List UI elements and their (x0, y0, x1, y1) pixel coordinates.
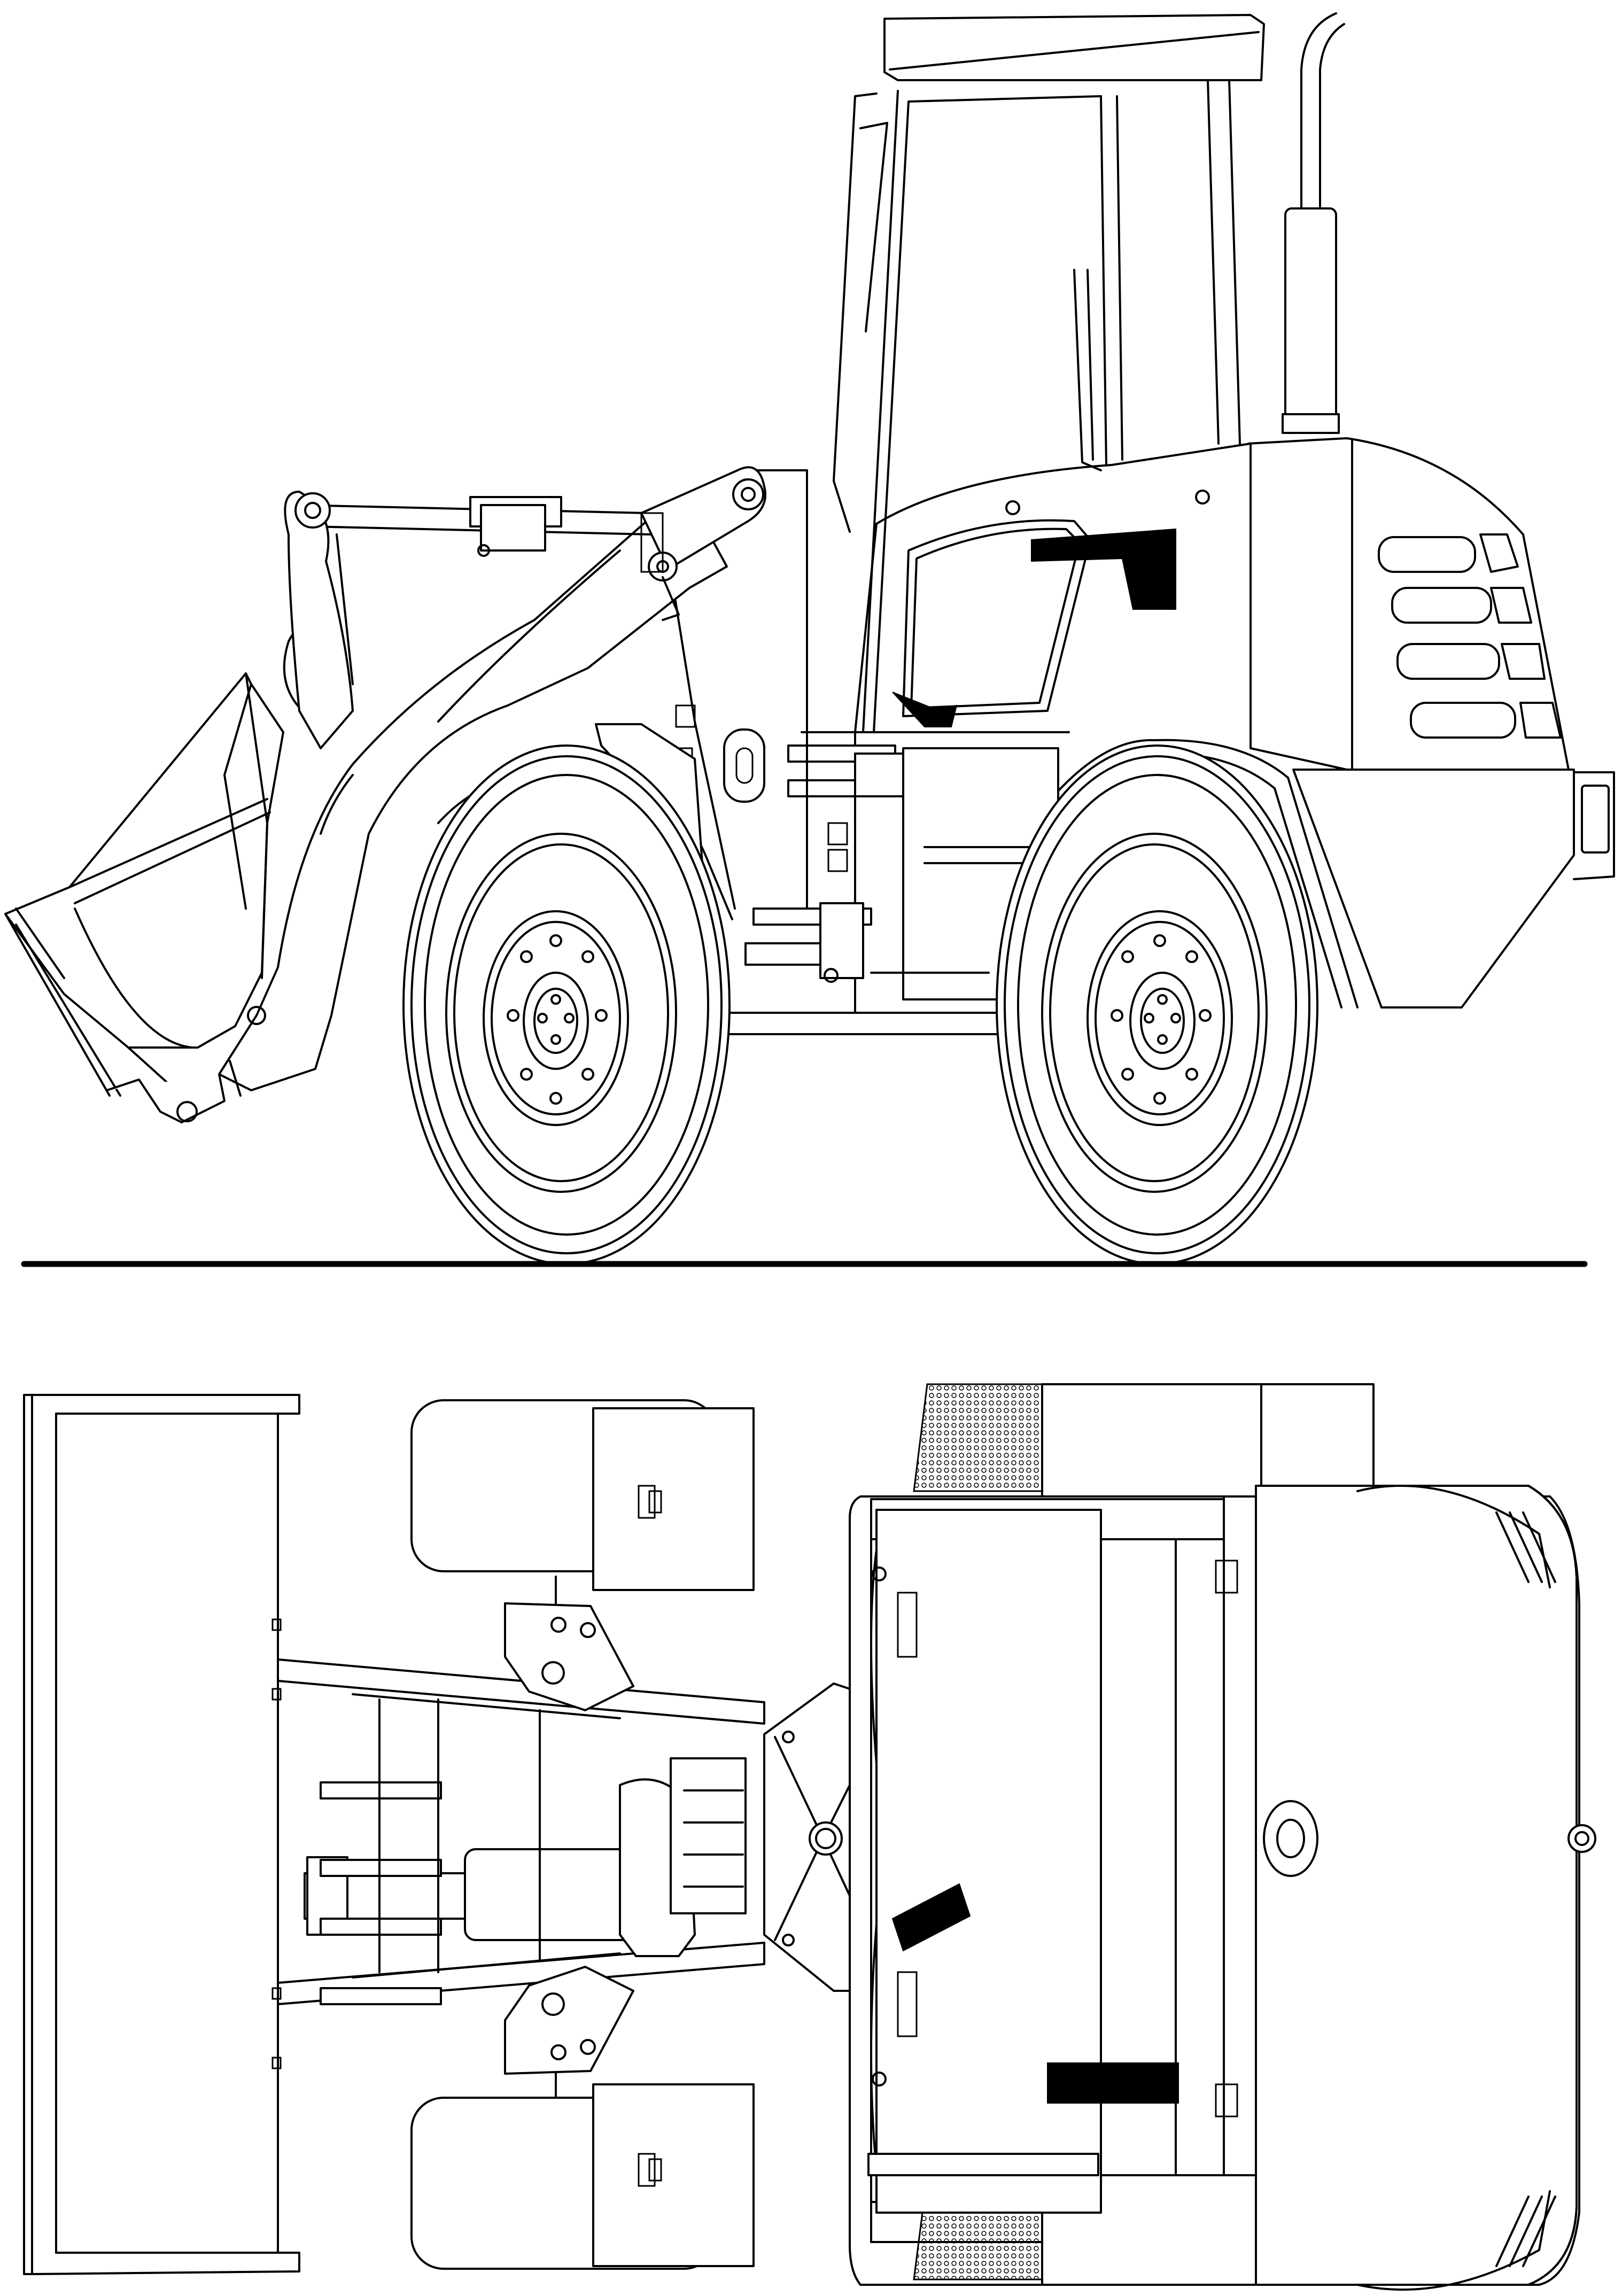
engine-hood-top (1215, 1485, 1596, 2291)
tilt-link (284, 491, 354, 749)
loader-arms-top (277, 1658, 765, 2005)
bucket (4, 672, 284, 1123)
cab-frame (833, 79, 1241, 733)
cab-top (867, 1509, 1179, 2214)
articulation-joint (744, 744, 904, 983)
rear-counterweight (1292, 769, 1615, 1009)
front-wheel-top-right (410, 2083, 755, 2270)
engine-grille (1378, 533, 1562, 739)
lift-cylinder (298, 496, 653, 557)
cab-roof (883, 14, 1265, 81)
front-axle-mount (504, 1576, 634, 2101)
arm-linkage (640, 466, 766, 621)
top-view (23, 1383, 1596, 2291)
front-wheel-top-left (410, 1399, 755, 1591)
bucket-top (23, 1394, 300, 2275)
articulation-hitch-top (763, 1682, 870, 1992)
exhaust-pipe (1282, 12, 1345, 434)
front-wheel (402, 744, 731, 1265)
rear-wheel (996, 744, 1318, 1265)
cab-body (833, 443, 1252, 749)
side-view (4, 12, 1615, 1267)
